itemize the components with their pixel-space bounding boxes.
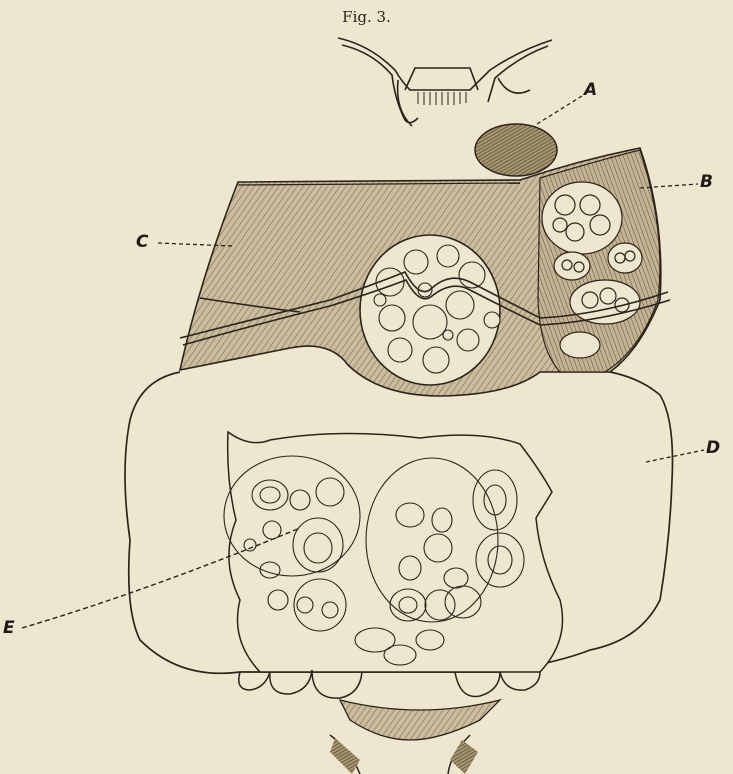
upper-structure [338,38,552,126]
structure-a [475,124,557,176]
base-hatch-left [330,738,360,774]
base-hatch-right [450,740,478,774]
leader-line-d [646,450,704,462]
lower-cluster-e [228,432,563,672]
label-b: B [700,172,713,192]
label-c: C [136,232,148,252]
label-d: D [706,438,720,458]
label-a: A [584,80,597,100]
upper-hatching [418,92,466,105]
base-structure [340,700,500,740]
leader-line-a [537,96,582,124]
label-e: E [3,618,15,638]
lower-lobes [239,670,540,698]
